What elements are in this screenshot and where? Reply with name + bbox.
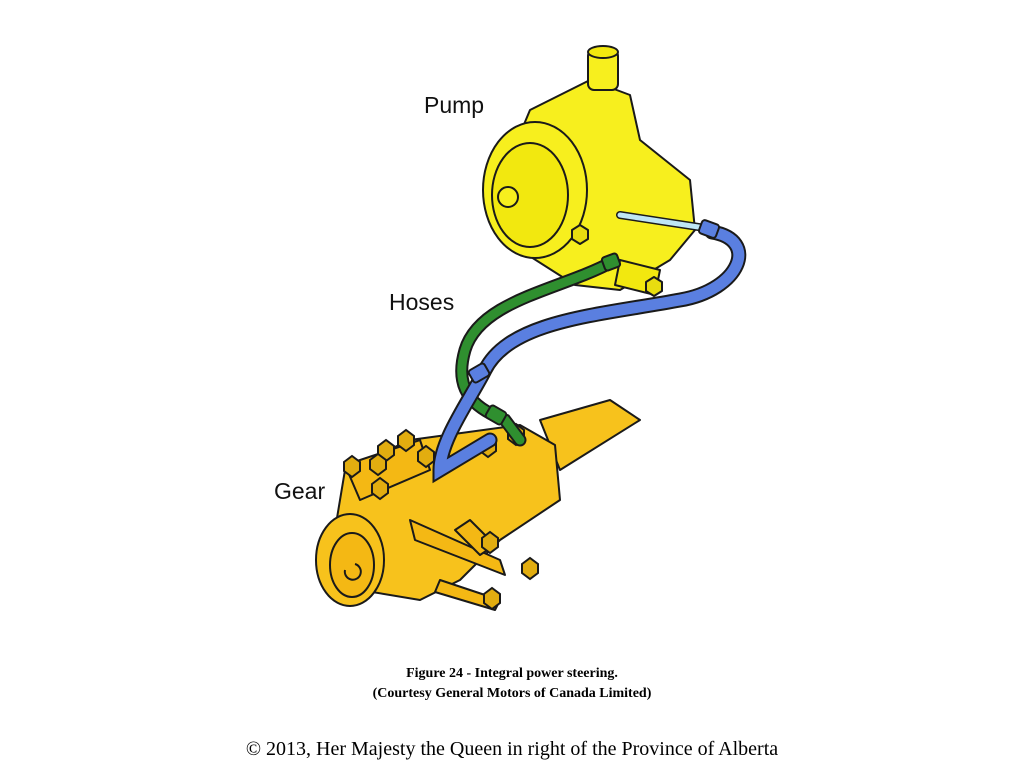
pump-label: Pump bbox=[424, 92, 485, 118]
hoses bbox=[432, 211, 747, 484]
gear-label: Gear bbox=[274, 478, 326, 504]
power-steering-pump bbox=[482, 45, 696, 297]
figure-credit: (Courtesy General Motors of Canada Limit… bbox=[372, 686, 652, 701]
power-steering-illustration bbox=[315, 45, 747, 611]
hoses-label: Hoses bbox=[389, 289, 455, 315]
copyright-footer: © 2013, Her Majesty the Queen in right o… bbox=[245, 738, 779, 760]
figure-caption: Figure 24 - Integral power steering. bbox=[406, 666, 618, 681]
hose-fittings bbox=[467, 219, 721, 426]
steering-gear bbox=[315, 399, 641, 611]
